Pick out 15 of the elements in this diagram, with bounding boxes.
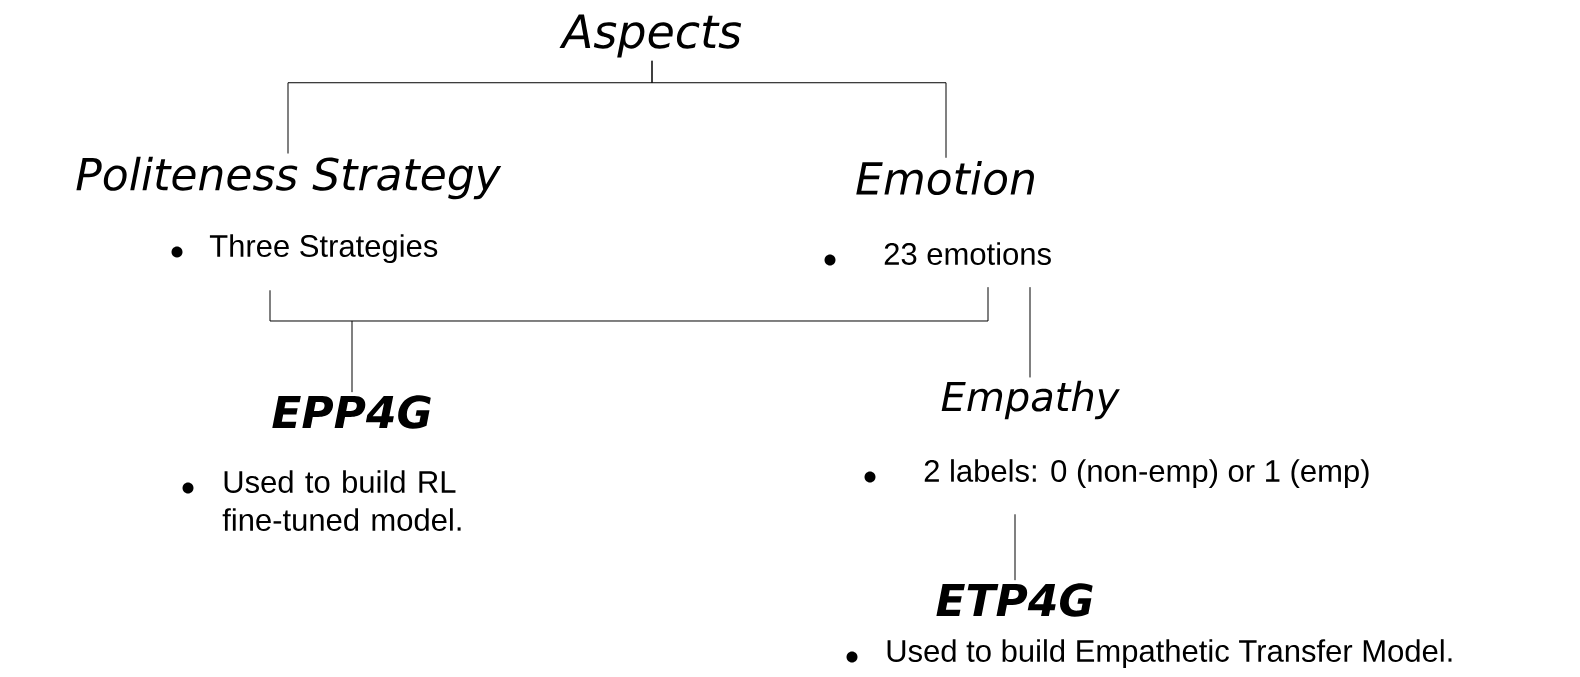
bullet-text: Used to build Empathetic Transfer Model.: [887, 639, 1452, 669]
heading-text: Empathy: [941, 380, 1120, 420]
bullet-text: Three Strategies: [209, 234, 438, 264]
connector-line: [1029, 286, 1031, 378]
bullet-text: Used to build RL fine-tuned model.: [222, 470, 461, 531]
heading-text: Politeness Strategy: [76, 156, 502, 200]
bracket-line: [269, 286, 989, 393]
connector-line: [1014, 513, 1016, 581]
connector-line: [651, 60, 947, 159]
bullet-text: 2 labels: 0 (non-emp) or 1 (emp): [924, 459, 1369, 489]
heading-text: EPP4G: [272, 395, 431, 429]
bullet-text: 23 emotions: [884, 242, 1051, 265]
heading-text: ETP4G: [936, 583, 1093, 617]
heading-text: Emotion: [856, 161, 1034, 196]
heading-text: Aspects: [559, 14, 742, 58]
